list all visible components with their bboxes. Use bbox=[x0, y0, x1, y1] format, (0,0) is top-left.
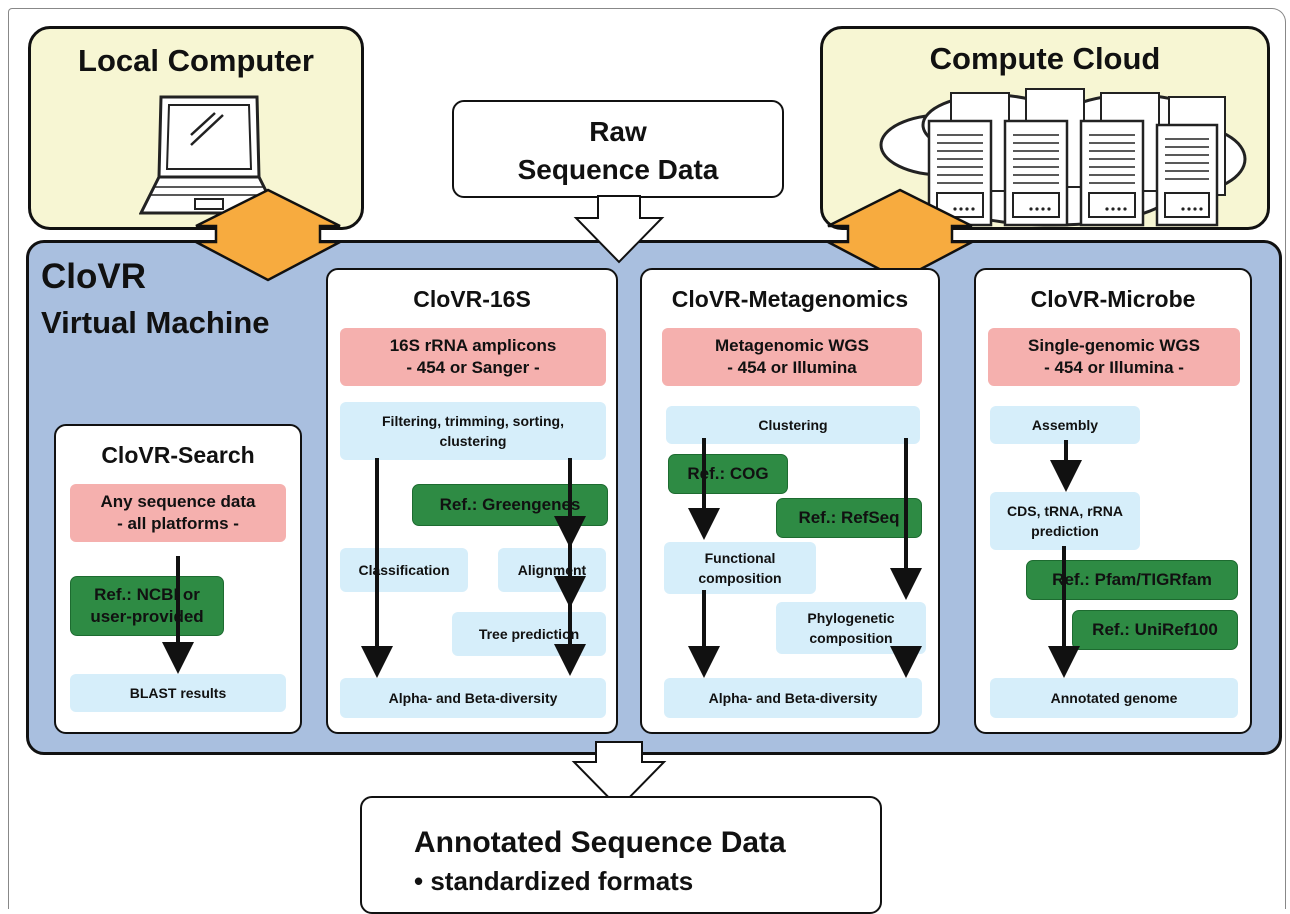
microbe-result-box: Annotated genome bbox=[990, 678, 1238, 718]
meta-result-box: Alpha- and Beta-diversity bbox=[664, 678, 922, 718]
output-bullet: • standardized formats bbox=[414, 866, 694, 896]
microbe-ref-pfam-label: Ref.: Pfam/TIGRfam bbox=[1052, 570, 1212, 589]
microbe-input-box: Single-genomic WGS - 454 or Illumina - bbox=[988, 328, 1240, 386]
meta-ref-refseq-box: Ref.: RefSeq bbox=[776, 498, 922, 538]
microbe-ref-uniref-box: Ref.: UniRef100 bbox=[1072, 610, 1238, 650]
meta-phylo-line1: Phylogenetic bbox=[807, 610, 895, 626]
microbe-ref-uniref-label: Ref.: UniRef100 bbox=[1092, 620, 1218, 639]
search-ref-line1: Ref.: NCBI or bbox=[94, 585, 200, 604]
arrow-down-icon bbox=[571, 741, 667, 810]
local-computer-title: Local Computer bbox=[78, 43, 314, 78]
meta-ref-refseq-label: Ref.: RefSeq bbox=[798, 508, 900, 527]
search-ref-line2: user-provided bbox=[90, 607, 204, 626]
s16-input-line1: 16S rRNA amplicons bbox=[389, 336, 557, 355]
meta-functional-line1: Functional bbox=[704, 550, 776, 566]
s16-step1-line2: clustering bbox=[439, 433, 507, 449]
s16-step1-line1: Filtering, trimming, sorting, bbox=[382, 413, 564, 429]
microbe-cds-line2: prediction bbox=[1031, 523, 1099, 539]
search-result-label: BLAST results bbox=[129, 685, 227, 701]
s16-title: CloVR-16S bbox=[413, 286, 531, 312]
clovr-16s-panel: CloVR-16S 16S rRNA amplicons - 454 or Sa… bbox=[326, 268, 618, 734]
s16-filtering-box: Filtering, trimming, sorting, clustering bbox=[340, 402, 606, 460]
s16-alignment-label: Alignment bbox=[517, 562, 587, 578]
double-arrow-icon bbox=[195, 188, 341, 282]
search-title: CloVR-Search bbox=[101, 442, 255, 468]
microbe-input-line1: Single-genomic WGS bbox=[1028, 336, 1200, 355]
search-input-line1: Any sequence data bbox=[100, 492, 256, 511]
microbe-result-label: Annotated genome bbox=[1050, 690, 1178, 706]
s16-tree-label: Tree prediction bbox=[478, 626, 580, 642]
vm-subtitle: Virtual Machine bbox=[41, 305, 270, 340]
microbe-cds-box: CDS, tRNA, rRNA prediction bbox=[990, 492, 1140, 550]
meta-phylo-box: Phylogenetic composition bbox=[776, 602, 926, 654]
meta-phylo-line2: composition bbox=[809, 630, 893, 646]
s16-classification-label: Classification bbox=[358, 562, 450, 578]
meta-ref-cog-box: Ref.: COG bbox=[668, 454, 788, 494]
meta-functional-box: Functional composition bbox=[664, 542, 816, 594]
vm-title: CloVR bbox=[41, 257, 146, 296]
compute-cloud-title: Compute Cloud bbox=[929, 41, 1161, 76]
microbe-title: CloVR-Microbe bbox=[1030, 286, 1196, 312]
raw-data-line1: Raw bbox=[589, 116, 647, 147]
search-ref-box: Ref.: NCBI or user-provided bbox=[70, 576, 224, 636]
laptop-icon bbox=[139, 95, 279, 215]
meta-clustering-label: Clustering bbox=[758, 417, 828, 433]
output-title: Annotated Sequence Data bbox=[414, 826, 786, 859]
search-input-line2: - all platforms - bbox=[117, 514, 239, 533]
search-input-box: Any sequence data - all platforms - bbox=[70, 484, 286, 542]
s16-ref-box: Ref.: Greengenes bbox=[412, 484, 608, 526]
s16-classification-box: Classification bbox=[340, 548, 468, 592]
double-arrow-icon bbox=[827, 188, 973, 282]
meta-ref-cog-label: Ref.: COG bbox=[687, 464, 769, 483]
s16-result-box: Alpha- and Beta-diversity bbox=[340, 678, 606, 718]
s16-result-label: Alpha- and Beta-diversity bbox=[388, 690, 558, 706]
meta-title: CloVR-Metagenomics bbox=[671, 286, 909, 312]
raw-sequence-data-box: Raw Sequence Data bbox=[452, 100, 784, 198]
microbe-input-line2: - 454 or Illumina - bbox=[1044, 358, 1184, 377]
arrow-down-icon bbox=[573, 195, 665, 264]
s16-tree-box: Tree prediction bbox=[452, 612, 606, 656]
s16-input-box: 16S rRNA amplicons - 454 or Sanger - bbox=[340, 328, 606, 386]
microbe-ref-pfam-box: Ref.: Pfam/TIGRfam bbox=[1026, 560, 1238, 600]
microbe-assembly-label: Assembly bbox=[1031, 417, 1099, 433]
figure-frame bbox=[8, 8, 1286, 909]
raw-data-line2: Sequence Data bbox=[517, 154, 719, 185]
meta-input-line1: Metagenomic WGS bbox=[715, 336, 869, 355]
clovr-search-panel: CloVR-Search Any sequence data - all pla… bbox=[54, 424, 302, 734]
s16-input-line2: - 454 or Sanger - bbox=[406, 358, 540, 377]
meta-input-box: Metagenomic WGS - 454 or Illumina bbox=[662, 328, 922, 386]
annotated-output-box: Annotated Sequence Data • standardized f… bbox=[360, 796, 882, 914]
server-cluster-icon bbox=[879, 88, 1247, 227]
s16-ref-label: Ref.: Greengenes bbox=[439, 495, 581, 514]
meta-result-label: Alpha- and Beta-diversity bbox=[708, 690, 878, 706]
meta-clustering-box: Clustering bbox=[666, 406, 920, 444]
clovr-microbe-panel: CloVR-Microbe Single-genomic WGS - 454 o… bbox=[974, 268, 1252, 734]
search-result-box: BLAST results bbox=[70, 674, 286, 712]
microbe-assembly-box: Assembly bbox=[990, 406, 1140, 444]
microbe-cds-line1: CDS, tRNA, rRNA bbox=[1007, 503, 1123, 519]
meta-functional-line2: composition bbox=[698, 570, 782, 586]
clovr-metagenomics-panel: CloVR-Metagenomics Metagenomic WGS - 454… bbox=[640, 268, 940, 734]
s16-alignment-box: Alignment bbox=[498, 548, 606, 592]
local-computer-box: Local Computer bbox=[28, 26, 364, 230]
meta-input-line2: - 454 or Illumina bbox=[727, 358, 857, 377]
